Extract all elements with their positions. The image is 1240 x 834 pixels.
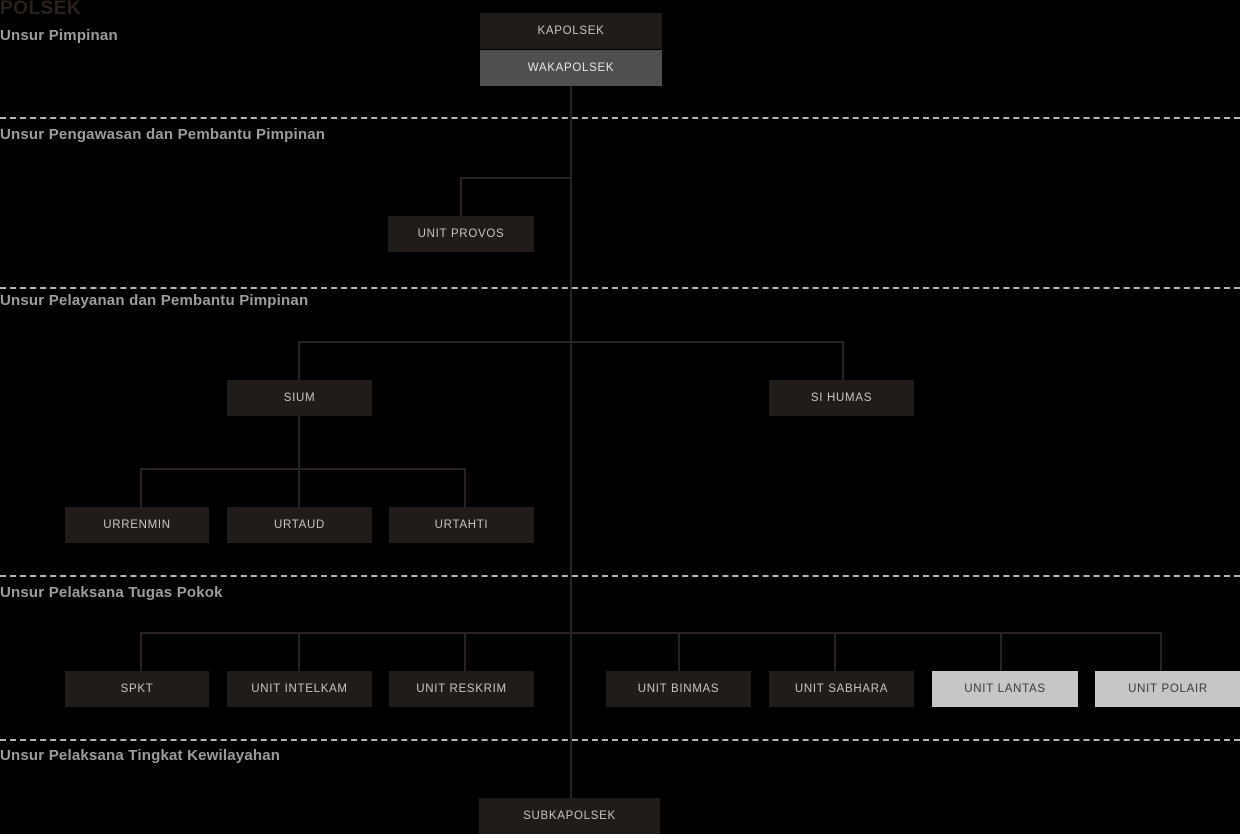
divider-2 bbox=[0, 287, 1240, 289]
connector-sium-stem bbox=[298, 415, 300, 468]
section-label-unsur-pelayanan-dan-pembantu-pimpinan: Unsur Pelayanan dan Pembantu Pimpinan bbox=[0, 292, 309, 309]
node-urtaud[interactable]: URTAUD bbox=[227, 507, 372, 543]
node-unit-binmas[interactable]: UNIT BINMAS bbox=[606, 671, 751, 707]
connector-binmas-drop bbox=[678, 632, 680, 672]
connector-spine bbox=[570, 86, 572, 800]
section-label-unsur-pengawasan-dan-pembantu-pimpinan: Unsur Pengawasan dan Pembantu Pimpinan bbox=[0, 126, 326, 143]
node-sium[interactable]: SIUM bbox=[227, 380, 372, 416]
connector-reskrim-drop bbox=[464, 632, 466, 672]
node-kapolsek[interactable]: KAPOLSEK bbox=[480, 13, 662, 49]
node-unit-provos[interactable]: UNIT PROVOS bbox=[388, 216, 534, 252]
node-unit-polair[interactable]: UNIT POLAIR bbox=[1095, 671, 1240, 707]
section-label-unsur-pimpinan: Unsur Pimpinan bbox=[0, 27, 118, 44]
connector-urtaud-drop bbox=[298, 468, 300, 508]
node-si-humas[interactable]: SI HUMAS bbox=[769, 380, 914, 416]
connector-intelkam-drop bbox=[298, 632, 300, 672]
node-unit-intelkam[interactable]: UNIT INTELKAM bbox=[227, 671, 372, 707]
node-subkapolsek[interactable]: SUBKAPOLSEK bbox=[479, 798, 660, 834]
connector-lantas-drop bbox=[1000, 632, 1002, 672]
connector-level5-bar bbox=[140, 632, 1162, 634]
connector-provos-horizontal bbox=[460, 177, 572, 179]
page-title: POLSEK bbox=[0, 0, 82, 19]
section-label-unsur-pelaksana-tugas-pokok: Unsur Pelaksana Tugas Pokok bbox=[0, 584, 223, 601]
node-spkt[interactable]: SPKT bbox=[65, 671, 209, 707]
divider-4 bbox=[0, 739, 1240, 741]
node-unit-sabhara[interactable]: UNIT SABHARA bbox=[769, 671, 914, 707]
connector-sabhara-drop bbox=[834, 632, 836, 672]
node-unit-lantas[interactable]: UNIT LANTAS bbox=[932, 671, 1078, 707]
connector-level4-bar bbox=[140, 468, 466, 470]
connector-sium-drop bbox=[298, 341, 300, 380]
connector-urtahti-drop bbox=[464, 468, 466, 508]
connector-provos-vertical bbox=[460, 177, 462, 217]
divider-3 bbox=[0, 575, 1240, 577]
node-wakapolsek[interactable]: WAKAPOLSEK bbox=[480, 50, 662, 86]
divider-1 bbox=[0, 117, 1240, 119]
connector-spkt-drop bbox=[140, 632, 142, 672]
node-unit-reskrim[interactable]: UNIT RESKRIM bbox=[389, 671, 534, 707]
connector-level3-bar bbox=[298, 341, 844, 343]
connector-sihumas-drop bbox=[842, 341, 844, 380]
connector-polair-drop bbox=[1160, 632, 1162, 672]
section-label-unsur-pelaksana-tingkat-kewilayahan: Unsur Pelaksana Tingkat Kewilayahan bbox=[0, 747, 281, 764]
node-urrenmin[interactable]: URRENMIN bbox=[65, 507, 209, 543]
node-urtahti[interactable]: URTAHTI bbox=[389, 507, 534, 543]
connector-urrenmin-drop bbox=[140, 468, 142, 508]
